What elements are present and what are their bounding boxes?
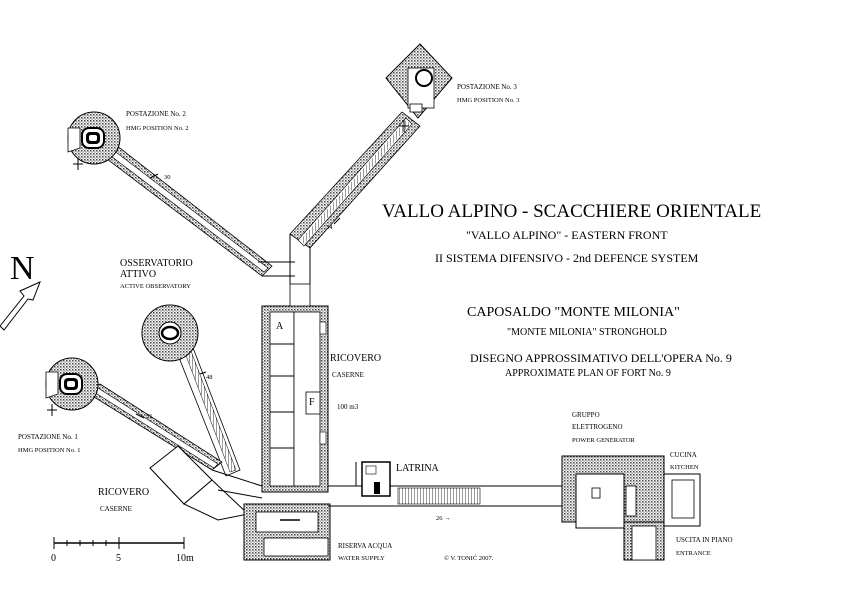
label-elettrogeno: ELETTROGENO — [572, 423, 623, 431]
step-count-51: 51 — [146, 413, 153, 420]
observatory — [141, 304, 241, 477]
label-ricovero: RICOVERO — [330, 353, 382, 364]
label-gruppo: GRUPPO — [572, 411, 600, 419]
label-position-3: POSTAZIONE No. 3 — [457, 83, 517, 91]
step-count-26: 26 → — [436, 515, 451, 522]
area-label: 100 m3 — [337, 403, 359, 411]
east-corridor — [328, 462, 562, 507]
label-water-supply-en: WATER SUPPLY — [338, 555, 385, 562]
plan-subtitle: APPROXIMATE PLAN OF FORT No. 9 — [505, 368, 671, 379]
label-power-generator-en: POWER GENERATOR — [572, 437, 635, 444]
stronghold-title: CAPOSALDO "MONTE MILONIA" — [467, 305, 680, 320]
main-title: VALLO ALPINO - SCACCHIERE ORIENTALE — [382, 201, 762, 222]
scale-tick-5: 5 — [116, 553, 121, 564]
latrine — [361, 461, 391, 497]
barracks-building — [261, 283, 329, 493]
label-kitchen-en: KITCHEN — [670, 464, 699, 471]
room-f-label: F — [309, 397, 315, 408]
room-a-label: A — [276, 321, 284, 332]
label-entrance-en: ENTRANCE — [676, 550, 711, 557]
label-water-reserve: RISERVA ACQUA — [338, 542, 393, 550]
scale-tick-0: 0 — [51, 553, 56, 564]
label-latrine: LATRINA — [396, 463, 439, 474]
step-count-34: 34 — [326, 224, 333, 231]
step-count-48: 48 — [206, 374, 213, 381]
water-reserve — [243, 503, 331, 561]
scale-bar — [53, 537, 185, 549]
label-caserne-lower: CASERNE — [100, 505, 132, 513]
plan-title: DISEGNO APPROSSIMATIVO DELL'OPERA No. 9 — [470, 351, 732, 365]
stronghold-subtitle: "MONTE MILONIA" STRONGHOLD — [507, 327, 667, 338]
step-count-30: 30 — [164, 174, 171, 181]
corridor-position-3 — [289, 111, 421, 284]
label-position-2-en: HMG POSITION No. 2 — [126, 125, 189, 132]
position-1-emplacement — [45, 357, 99, 416]
north-arrow-icon — [0, 281, 41, 331]
label-kitchen: CUCINA — [670, 451, 697, 459]
label-observatory-active: ATTIVO — [120, 269, 157, 280]
direction-arrows — [135, 173, 341, 419]
subtitle-eastern-front: "VALLO ALPINO" - EASTERN FRONT — [466, 228, 668, 242]
label-exit: USCITA IN PIANO — [676, 536, 733, 544]
label-observatory: OSSERVATORIO — [120, 258, 193, 269]
label-position-1: POSTAZIONE No. 1 — [18, 433, 78, 441]
label-observatory-en: ACTIVE OBSERVATORY — [120, 283, 191, 290]
label-position-2: POSTAZIONE No. 2 — [126, 110, 186, 118]
label-ricovero-lower: RICOVERO — [98, 487, 150, 498]
position-3-emplacement — [385, 43, 453, 132]
scale-tick-10m: 10m — [176, 553, 194, 564]
subtitle-defence-system: II SISTEMA DIFENSIVO - 2nd DEFENCE SYSTE… — [435, 251, 699, 265]
label-caserne: CASERNE — [332, 371, 364, 379]
position-2-emplacement — [67, 111, 121, 170]
copyright-label: © V. TONIĆ 2007. — [444, 555, 494, 562]
label-position-1-en: HMG POSITION No. 1 — [18, 447, 81, 454]
power-generator-block — [561, 455, 701, 561]
label-position-3-en: HMG POSITION No. 3 — [457, 97, 520, 104]
north-label: N — [10, 250, 35, 287]
corridor-position-2 — [94, 141, 295, 277]
